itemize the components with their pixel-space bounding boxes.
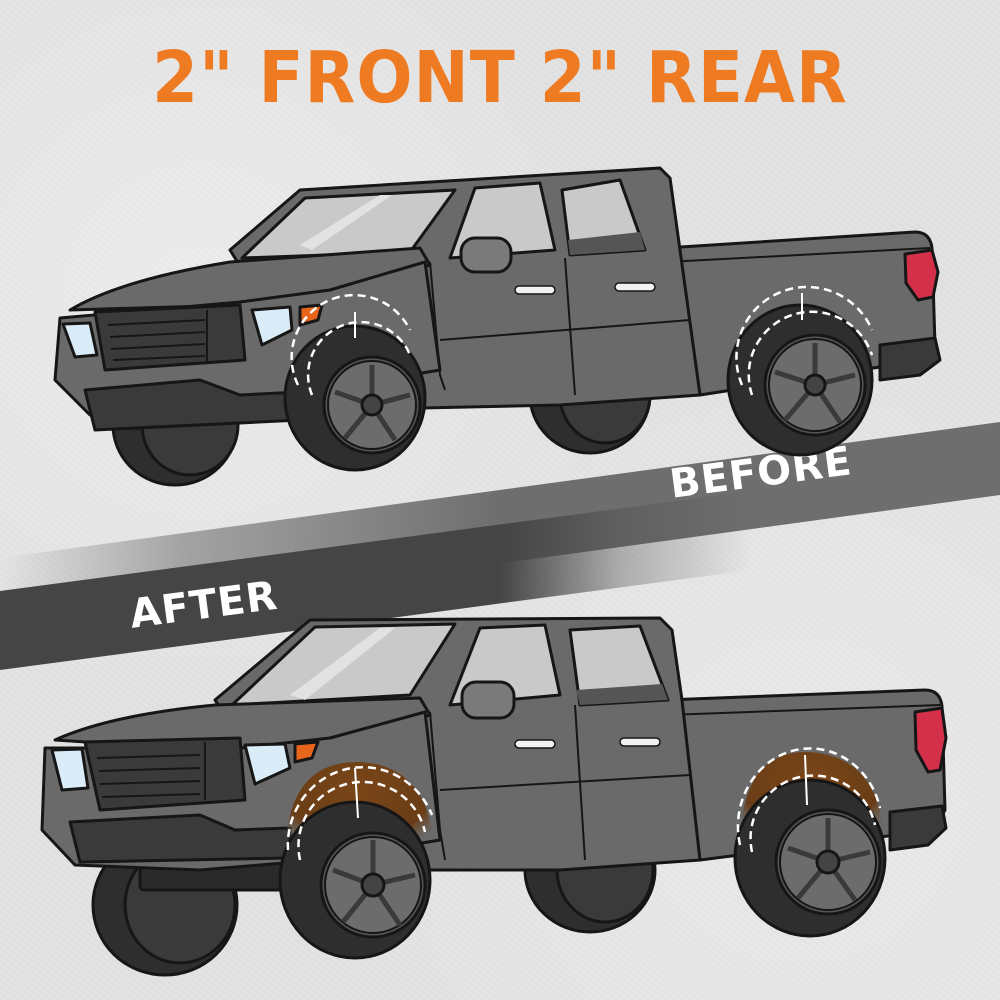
hood xyxy=(68,246,432,312)
grille-slats xyxy=(96,742,206,800)
side-mirror xyxy=(459,236,513,274)
left-headlight-icon xyxy=(61,321,99,359)
arch-gap-guides xyxy=(290,285,874,396)
arch-gap-guides xyxy=(286,747,882,861)
rear-door-handle xyxy=(614,282,656,292)
rear-bumper xyxy=(888,804,948,852)
front-near-wheel xyxy=(283,324,427,472)
tail-light-icon xyxy=(903,248,940,302)
side-mirror xyxy=(460,680,516,720)
front-door-handle xyxy=(514,285,556,295)
gap-arrows xyxy=(354,293,803,338)
front-door-handle xyxy=(514,739,556,749)
gap-arrows xyxy=(354,754,808,819)
rear-door-handle xyxy=(619,737,661,747)
tail-light-icon xyxy=(913,706,948,774)
truck-after xyxy=(40,616,948,977)
rear-near-wheel xyxy=(726,303,874,457)
right-headlight-icon xyxy=(243,742,292,786)
rear-bumper xyxy=(878,336,942,382)
after-band xyxy=(0,458,1000,670)
rear-near-wheel xyxy=(733,778,887,938)
grille-slats xyxy=(107,310,208,362)
page-title: 2" FRONT 2" REAR xyxy=(152,35,848,120)
turn-signal-icon xyxy=(293,740,320,764)
truck-before xyxy=(53,166,942,487)
right-headlight-icon xyxy=(250,305,294,347)
front-near-wheel xyxy=(278,800,432,960)
grille xyxy=(83,736,247,812)
left-headlight-icon xyxy=(50,747,90,792)
